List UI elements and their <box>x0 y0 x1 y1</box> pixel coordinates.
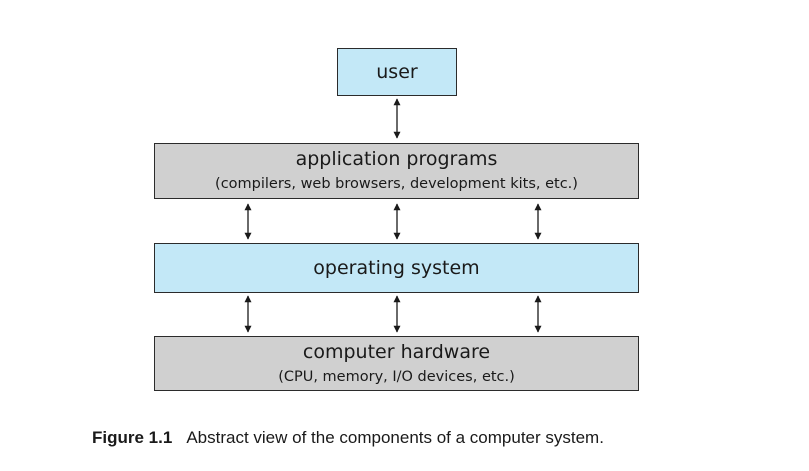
figure-caption-text: Abstract view of the components of a com… <box>186 428 604 447</box>
figure-caption-label: Figure 1.1 <box>92 428 173 447</box>
computer-hardware-box: computer hardware (CPU, memory, I/O devi… <box>154 336 639 391</box>
user-label: user <box>376 61 418 83</box>
user-box: user <box>337 48 457 96</box>
figure-caption: Figure 1.1 Abstract view of the component… <box>92 428 604 448</box>
application-programs-box: application programs (compilers, web bro… <box>154 143 639 199</box>
application-programs-label: application programs <box>295 148 498 170</box>
operating-system-box: operating system <box>154 243 639 293</box>
computer-hardware-label: computer hardware <box>302 340 491 363</box>
application-programs-detail: (compilers, web browsers, development ki… <box>215 176 578 192</box>
operating-system-label: operating system <box>313 257 480 279</box>
computer-hardware-detail: (CPU, memory, I/O devices, etc.) <box>278 368 515 385</box>
